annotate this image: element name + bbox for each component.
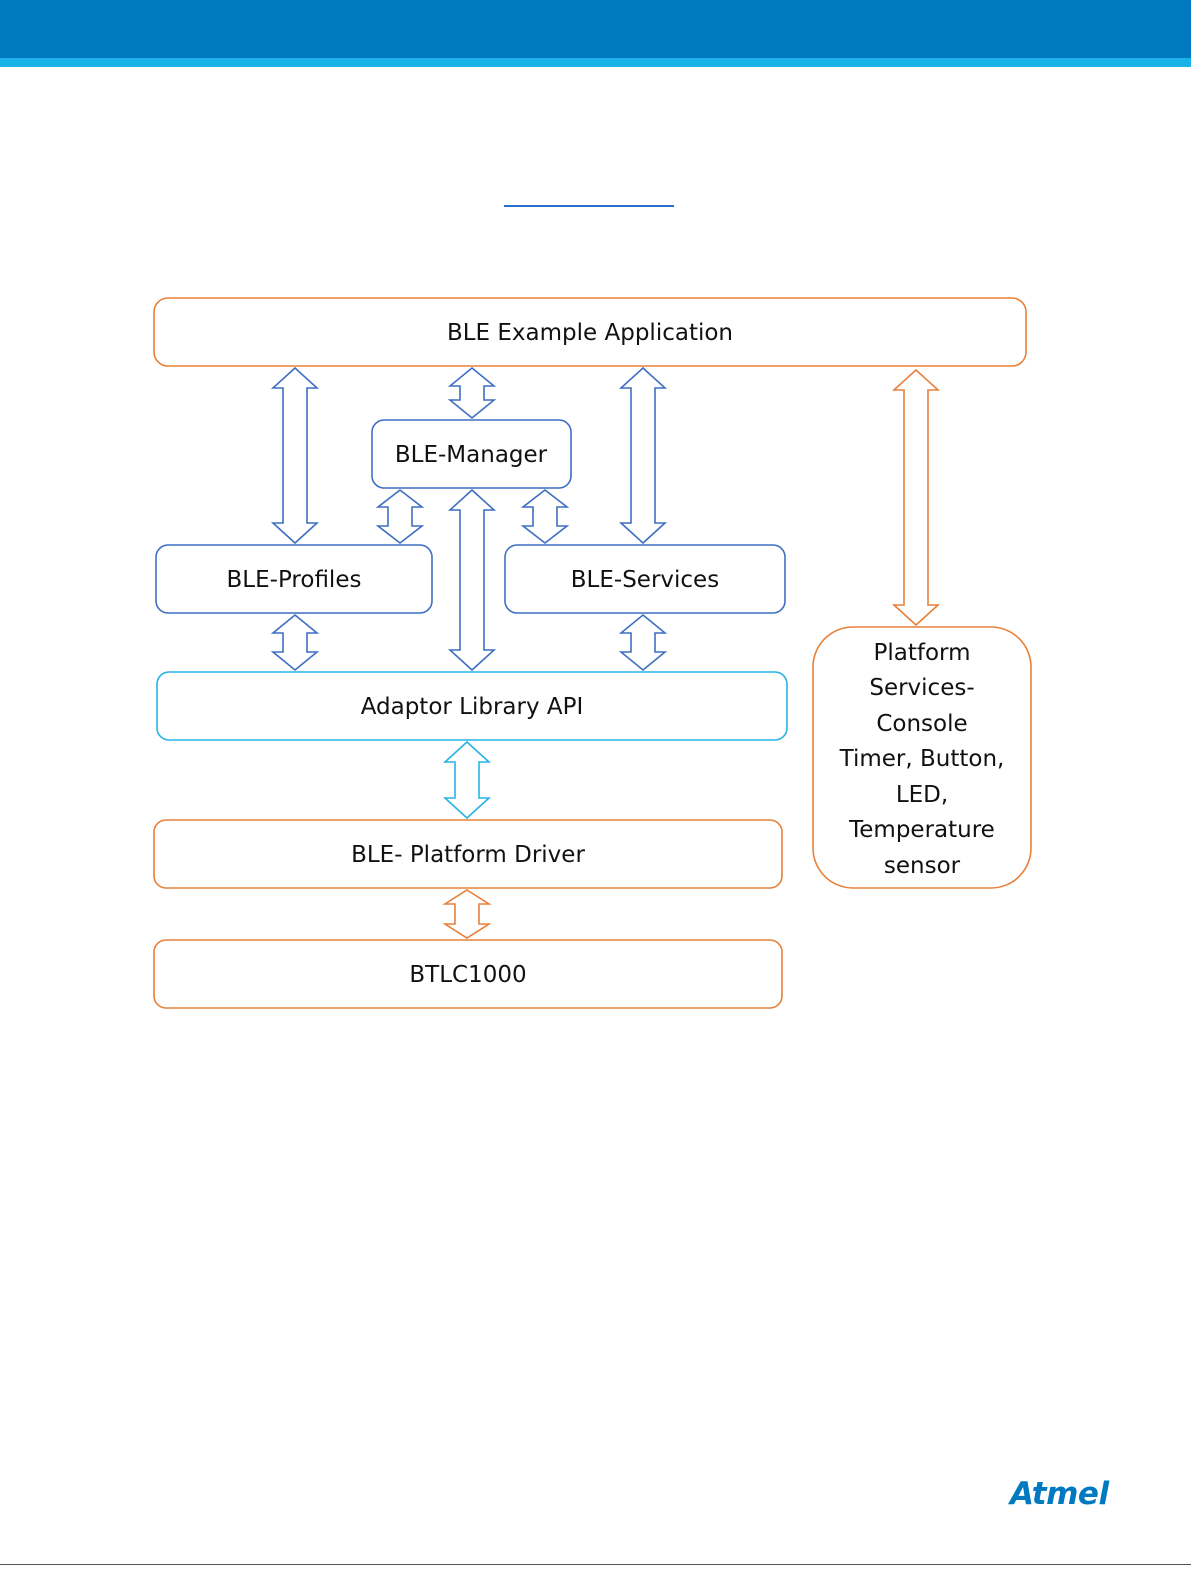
- box-ble-services: BLE-Services: [505, 545, 785, 613]
- arrow-manager-adaptor: [450, 490, 494, 670]
- label-platform-line-4: Timer, Button,: [839, 746, 1005, 772]
- arrow-manager-profiles: [378, 490, 422, 543]
- box-ble-profiles: BLE-Profiles: [156, 545, 432, 613]
- box-adaptor-library-api: Adaptor Library API: [157, 672, 787, 740]
- box-ble-manager: BLE-Manager: [372, 420, 571, 488]
- box-platform-services: Platform Services- Console Timer, Button…: [813, 627, 1031, 888]
- label-ble-platform-driver: BLE- Platform Driver: [351, 842, 585, 868]
- arrow-manager-services: [523, 490, 567, 543]
- label-platform-line-6: Temperature: [848, 817, 995, 843]
- label-platform-line-7: sensor: [884, 853, 961, 879]
- arrow-app-platform: [894, 370, 938, 625]
- atmel-logo: Atmel: [1010, 1476, 1109, 1512]
- footer-line: [0, 1564, 1191, 1565]
- arrow-app-manager: [450, 368, 494, 418]
- box-btlc1000: BTLC1000: [154, 940, 782, 1008]
- label-ble-example-application: BLE Example Application: [447, 320, 733, 346]
- label-platform-line-2: Services-: [869, 675, 974, 701]
- box-ble-platform-driver: BLE- Platform Driver: [154, 820, 782, 888]
- arrow-profiles-adaptor: [273, 615, 317, 670]
- label-platform-line-5: LED,: [896, 782, 948, 808]
- label-adaptor-library-api: Adaptor Library API: [361, 694, 584, 720]
- box-ble-example-application: BLE Example Application: [154, 298, 1026, 366]
- arrow-driver-chip: [445, 890, 489, 938]
- arrow-services-adaptor: [621, 615, 665, 670]
- label-platform-line-1: Platform: [874, 640, 971, 666]
- arrow-app-profiles: [273, 368, 317, 543]
- label-ble-manager: BLE-Manager: [395, 442, 548, 468]
- arrow-app-services: [621, 368, 665, 543]
- label-ble-profiles: BLE-Profiles: [227, 567, 362, 593]
- label-ble-services: BLE-Services: [571, 567, 719, 593]
- label-btlc1000: BTLC1000: [409, 962, 526, 988]
- label-platform-line-3: Console: [876, 711, 967, 737]
- arrow-adaptor-driver: [445, 742, 489, 818]
